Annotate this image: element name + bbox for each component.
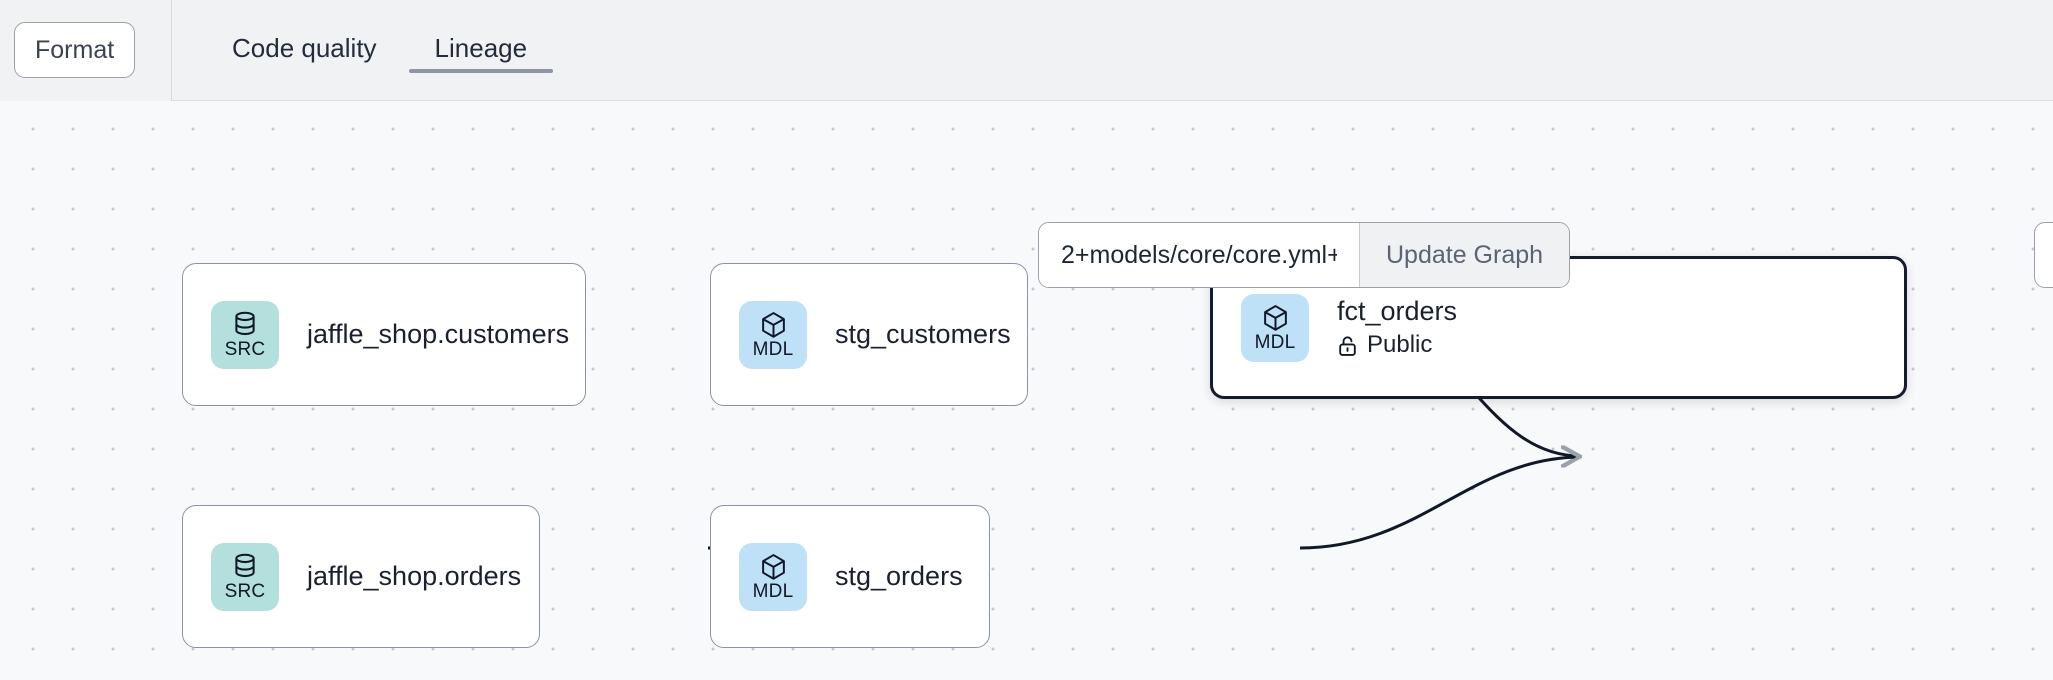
node-text-group: stg_customers <box>835 319 1011 350</box>
node-badge-src: SRC <box>211 542 279 611</box>
node-badge-src: SRC <box>211 300 279 369</box>
tab-code-quality-label: Code quality <box>232 32 377 63</box>
graph-selector-group: Update Graph <box>1038 222 1571 288</box>
node-title: jaffle_shop.customers <box>307 318 570 349</box>
format-button[interactable]: Format <box>14 22 136 78</box>
node-title: stg_customers <box>835 318 1011 349</box>
tab-lineage-label: Lineage <box>434 32 528 63</box>
tab-lineage[interactable]: Lineage <box>408 0 553 101</box>
graph-selector-input[interactable] <box>1039 223 1359 287</box>
node-badge-mdl: MDL <box>1241 293 1309 362</box>
node-text-group: jaffle_shop.orders <box>307 561 521 592</box>
tab-code-quality[interactable]: Code quality <box>228 0 381 101</box>
cube-icon <box>761 553 785 580</box>
tab-bar: Code quality Lineage <box>172 0 553 101</box>
lineage-canvas[interactable]: SRC jaffle_shop.customers SRC jaffle_sho… <box>0 101 2053 680</box>
edge-stg-orders-to-fct-orders <box>1299 457 1580 550</box>
node-title: jaffle_shop.orders <box>307 560 522 591</box>
editor-toolbar: Format Code quality Lineage <box>0 0 2053 101</box>
node-badge-label: MDL <box>1254 331 1296 353</box>
cube-icon <box>1263 304 1287 331</box>
node-badge-label: MDL <box>752 580 794 602</box>
update-graph-button[interactable]: Update Graph <box>1359 223 1570 287</box>
node-badge-mdl: MDL <box>739 300 807 369</box>
node-access-badge: Public <box>1337 331 1457 359</box>
node-title: fct_orders <box>1337 295 1458 326</box>
lineage-node-stg-orders[interactable]: MDL stg_orders <box>710 505 990 648</box>
toolbar-left-group: Format <box>0 0 172 101</box>
database-icon <box>235 553 255 577</box>
node-badge-label: MDL <box>752 338 794 360</box>
unlock-icon <box>1339 335 1356 356</box>
graph-options-control[interactable] <box>2034 222 2053 288</box>
cube-icon <box>761 311 785 338</box>
node-text-group: jaffle_shop.customers <box>307 319 569 350</box>
lineage-node-stg-customers[interactable]: MDL stg_customers <box>710 263 1028 406</box>
node-title: stg_orders <box>835 560 963 591</box>
database-icon <box>235 311 255 335</box>
node-text-group: stg_orders <box>835 561 963 592</box>
lineage-node-src-orders[interactable]: SRC jaffle_shop.orders <box>182 505 540 648</box>
node-text-group: fct_orders Public <box>1337 296 1457 359</box>
lineage-node-src-customers[interactable]: SRC jaffle_shop.customers <box>182 263 586 406</box>
node-badge-label: SRC <box>224 580 266 602</box>
node-badge-label: SRC <box>224 338 266 360</box>
node-badge-mdl: MDL <box>739 542 807 611</box>
node-access-label: Public <box>1367 331 1433 359</box>
